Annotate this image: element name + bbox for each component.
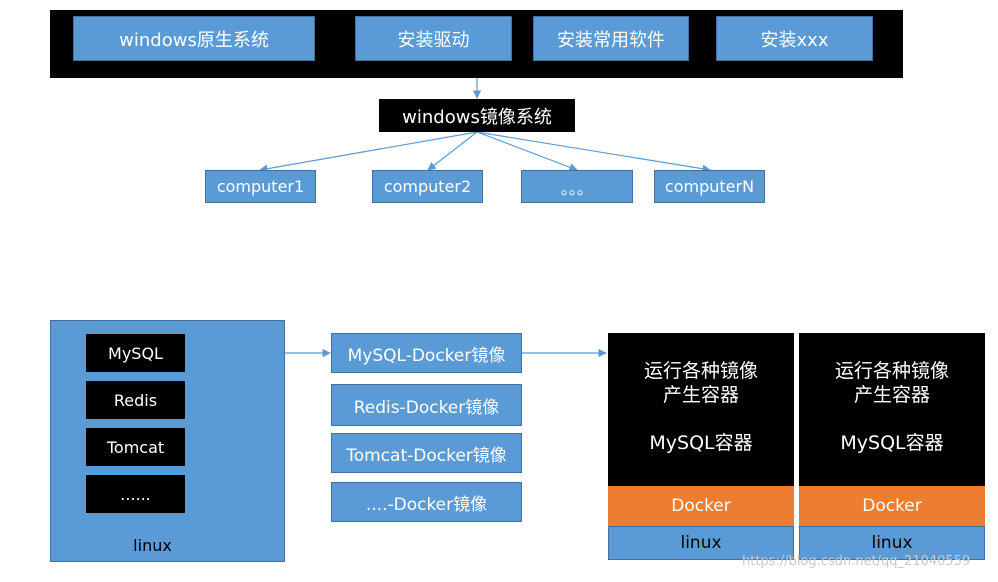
container-run-text-1: 运行各种镜像 bbox=[834, 360, 949, 382]
container-name: MySQL容器 bbox=[840, 432, 944, 454]
linux-host-label: linux bbox=[133, 535, 172, 555]
docker-image-more: ....-Docker镜像 bbox=[331, 482, 522, 522]
computer-box-2: computer2 bbox=[372, 170, 483, 203]
top-bar-item-install-xxx: 安装xxx bbox=[716, 16, 873, 61]
top-bar-item-windows-native: windows原生系统 bbox=[73, 16, 315, 61]
docker-image-tomcat: Tomcat-Docker镜像 bbox=[331, 433, 522, 473]
docker-engine-layer: Docker bbox=[608, 486, 794, 526]
app-box-tomcat: Tomcat bbox=[86, 428, 185, 466]
docker-image-redis: Redis-Docker镜像 bbox=[331, 384, 522, 426]
arrow-image-to-computer1 bbox=[259, 131, 478, 173]
computer-box-1: computer1 bbox=[205, 170, 316, 203]
container-run-text-2: 产生容器 bbox=[853, 384, 930, 406]
linux-os-layer: linux bbox=[799, 526, 985, 560]
container-stack-2: 运行各种镜像 产生容器 MySQL容器 Docker linux bbox=[799, 333, 985, 560]
computer-box-ellipsis: 。。。 bbox=[521, 170, 633, 203]
windows-image-box: windows镜像系统 bbox=[379, 99, 575, 132]
watermark: https://blog.csdn.net/qq_21040559 bbox=[742, 554, 971, 569]
arrow-image-to-computer2 bbox=[427, 131, 478, 171]
computer-box-n: computerN bbox=[654, 170, 765, 203]
app-box-redis: Redis bbox=[86, 381, 185, 419]
arrow-image-to-computerN bbox=[476, 131, 711, 173]
container-run-text-1: 运行各种镜像 bbox=[643, 360, 758, 382]
container-name: MySQL容器 bbox=[649, 432, 753, 454]
docker-engine-layer: Docker bbox=[799, 486, 985, 526]
arrow-image-to-dots bbox=[476, 131, 578, 172]
linux-os-layer: linux bbox=[608, 526, 794, 560]
container-run-text-2: 产生容器 bbox=[662, 384, 739, 406]
container-run-label: 运行各种镜像 产生容器 MySQL容器 bbox=[799, 333, 985, 486]
top-bar-item-install-driver: 安装驱动 bbox=[355, 16, 512, 61]
container-stack-1: 运行各种镜像 产生容器 MySQL容器 Docker linux bbox=[608, 333, 794, 560]
container-run-label: 运行各种镜像 产生容器 MySQL容器 bbox=[608, 333, 794, 486]
top-bar-item-install-software: 安装常用软件 bbox=[533, 16, 689, 61]
app-box-mysql: MySQL bbox=[86, 334, 185, 372]
docker-image-mysql: MySQL-Docker镜像 bbox=[331, 333, 522, 373]
app-box-more: ...... bbox=[86, 475, 185, 513]
